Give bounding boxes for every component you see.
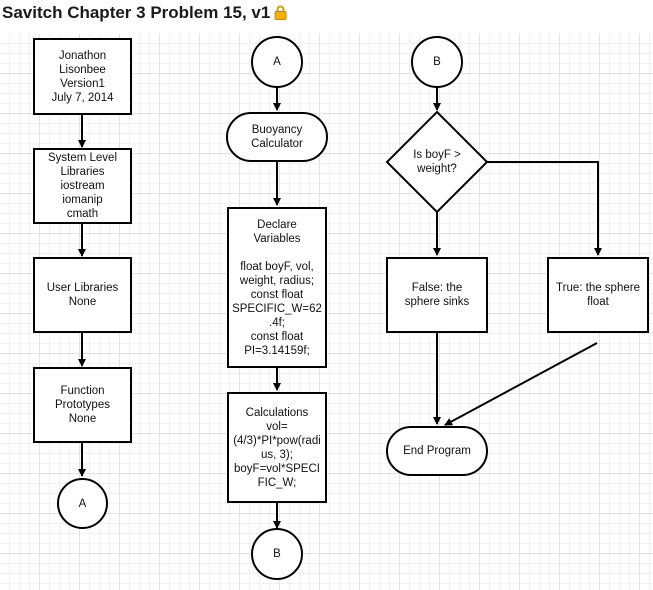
true-branch-text: True: the sphere float <box>556 282 640 308</box>
title-bar: Savitch Chapter 3 Problem 15, v1 <box>0 0 653 34</box>
decision-label: Is boyF > weight? <box>413 149 461 175</box>
connector-b-top-text: B <box>433 56 441 68</box>
system-libraries-text: System Level Libraries iostream iomanip … <box>47 152 118 220</box>
function-prototypes-box: Function Prototypes None <box>33 367 132 443</box>
user-libraries-text: User Libraries None <box>46 282 119 308</box>
start-terminal: Buoyancy Calculator <box>226 112 328 162</box>
connector-b-top: B <box>411 36 463 88</box>
diagram-canvas: Jonathon Lisonbee Version1 July 7, 2014 … <box>0 34 653 590</box>
connector-lines <box>78 86 602 529</box>
declare-variables-box: Declare Variables float boyF, vol, weigh… <box>227 207 327 368</box>
author-version-text: Jonathon Lisonbee Version1 July 7, 2014 <box>51 49 114 104</box>
false-branch-text: False: the sphere sinks <box>404 282 470 308</box>
page-title: Savitch Chapter 3 Problem 15, v1 <box>2 3 287 25</box>
system-libraries-box: System Level Libraries iostream iomanip … <box>33 148 132 224</box>
end-terminal-text: End Program <box>403 445 471 457</box>
calculations-text: Calculations vol= (4/3)*PI*pow(radi us, … <box>233 406 321 489</box>
connector-b-bottom-text: B <box>273 548 281 560</box>
arrow-decision-to-true <box>487 161 602 256</box>
connector-a-top-text: A <box>273 56 281 68</box>
declare-variables-text: Declare Variables float boyF, vol, weigh… <box>232 218 322 357</box>
calculations-box: Calculations vol= (4/3)*PI*pow(radi us, … <box>227 392 327 503</box>
connector-a-top: A <box>251 36 303 88</box>
lock-icon <box>274 5 287 25</box>
author-version-box: Jonathon Lisonbee Version1 July 7, 2014 <box>33 38 132 115</box>
page-title-text: Savitch Chapter 3 Problem 15, v1 <box>2 3 271 22</box>
connector-a-bottom: A <box>57 478 108 529</box>
connector-b-bottom: B <box>251 528 303 580</box>
end-terminal: End Program <box>386 426 488 476</box>
decision-diamond <box>385 110 489 214</box>
true-branch-box: True: the sphere float <box>547 257 649 333</box>
start-terminal-text: Buoyancy Calculator <box>251 124 303 150</box>
connector-a-bottom-text: A <box>78 497 87 510</box>
arrow-true-to-end <box>444 342 598 426</box>
user-libraries-box: User Libraries None <box>33 257 132 333</box>
false-branch-box: False: the sphere sinks <box>386 257 488 333</box>
function-prototypes-text: Function Prototypes None <box>55 385 110 425</box>
